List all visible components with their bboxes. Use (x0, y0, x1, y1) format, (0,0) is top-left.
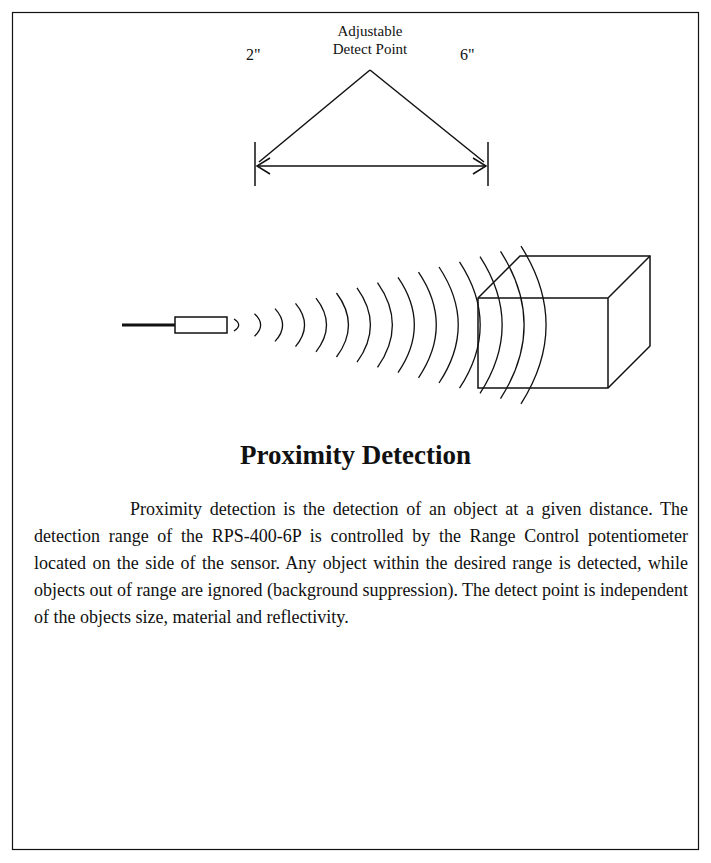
wave-arc (439, 267, 458, 383)
wave-arc (255, 314, 261, 336)
wave-arc (460, 262, 481, 388)
wave-arc (296, 303, 305, 346)
sensor (122, 317, 227, 333)
wave-arc (337, 293, 349, 357)
wave-arc (480, 257, 502, 394)
wave-arc (234, 319, 239, 331)
page-border (13, 13, 699, 850)
wave-arc (357, 288, 370, 362)
wave-arc (398, 277, 414, 372)
dimension-label: Adjustable Detect Point (320, 22, 420, 58)
sound-waves (234, 267, 458, 383)
wave-arc (501, 251, 525, 398)
sound-waves (460, 246, 547, 404)
body-text: Proximity detection is the detection of … (34, 496, 688, 631)
target-box (478, 256, 650, 388)
dimension-label: 2" (246, 46, 261, 64)
wave-arc (521, 246, 546, 404)
dimension-label: 6" (460, 46, 475, 64)
dimension-bracket (255, 70, 488, 186)
wave-arc (378, 283, 393, 368)
wave-arc (316, 298, 327, 352)
wave-arc (275, 309, 283, 342)
wave-arc (419, 272, 437, 378)
heading: Proximity Detection (20, 440, 691, 471)
